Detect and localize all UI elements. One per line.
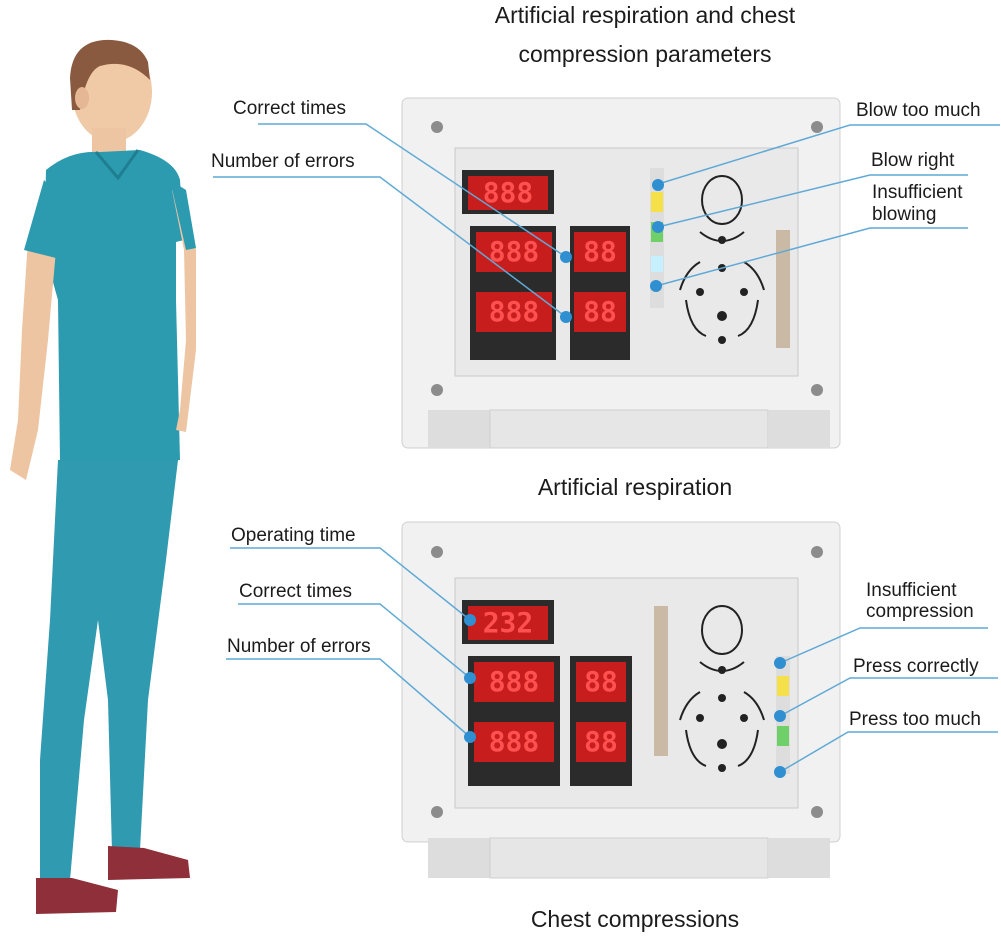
label-operating-time: Operating time: [231, 525, 356, 546]
label-correct-times-2: Correct times: [239, 581, 352, 602]
label-press-correctly: Press correctly: [853, 656, 979, 677]
label-blow-right: Blow right: [871, 150, 955, 171]
cpr-mannequin: [10, 39, 196, 914]
label-number-of-errors: Number of errors: [211, 151, 355, 172]
label-insufficient-2: Insufficient: [866, 580, 957, 601]
label-blowing: blowing: [872, 204, 937, 225]
label-correct-times: Correct times: [233, 98, 346, 119]
respiration-caption: Artificial respiration: [537, 474, 733, 500]
respiration-right-top-display: 88: [583, 235, 617, 268]
label-number-of-errors-2: Number of errors: [227, 636, 371, 657]
respiration-right-bottom-display: 88: [583, 295, 617, 328]
title-line-2: compression parameters: [518, 41, 772, 67]
compression-right-bottom-display: 88: [584, 725, 618, 758]
respiration-error-display: 888: [488, 295, 540, 328]
compression-error-display: 888: [488, 725, 540, 758]
compression-time-display: 232: [482, 606, 534, 639]
compression-caption: Chest compressions: [530, 906, 740, 932]
compression-right-top-display: 88: [584, 665, 618, 698]
respiration-top-display: 888: [482, 176, 534, 209]
respiration-correct-display: 888: [488, 235, 540, 268]
page-title: Artificial respiration and chest compres…: [410, 2, 880, 68]
label-compression: compression: [866, 601, 974, 622]
label-insufficient: Insufficient: [872, 182, 963, 203]
label-press-too-much: Press too much: [849, 709, 981, 730]
label-blow-too-much: Blow too much: [856, 100, 981, 121]
title-line-1: Artificial respiration and chest: [494, 2, 796, 28]
compression-correct-display: 888: [488, 665, 540, 698]
